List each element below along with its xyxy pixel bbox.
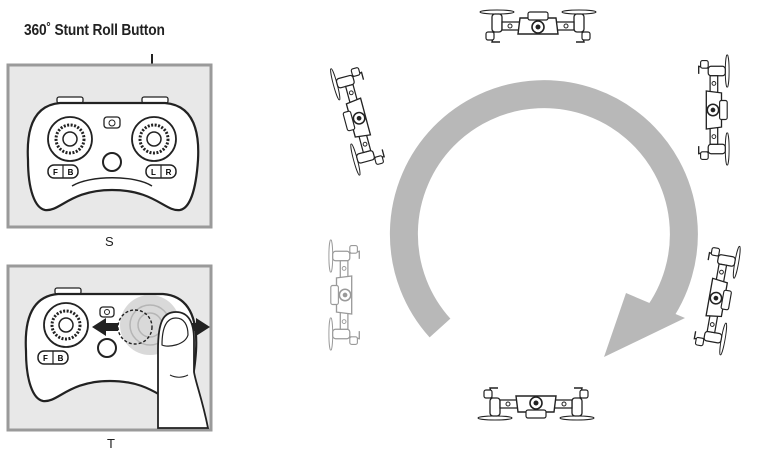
drone-bottom [477,387,595,421]
thumb-illustration [157,311,210,429]
controller-panel-s: F B L R [6,63,213,229]
drone-lower-right [691,240,743,357]
panel-caption-t: T [107,436,115,451]
b-button-label: B [68,168,74,177]
rotation-arrow [389,80,698,357]
l-button-label: L [151,168,156,177]
stunt-roll-button-callout: 360˚ Stunt Roll Button [24,22,165,39]
fb-buttons-t[interactable]: F B [37,350,69,365]
f-button-label-t: F [43,354,48,363]
f-button-label: F [53,168,58,177]
drone-upper-right [697,53,731,167]
center-button[interactable] [102,152,122,172]
lr-buttons[interactable]: L R [145,164,177,179]
fb-buttons[interactable]: F B [47,164,79,179]
drone-lower-left-faded [327,238,361,352]
drone-top [479,9,597,43]
b-button-label-t: B [58,354,64,363]
left-joystick[interactable] [47,116,93,162]
push-direction-arrows [92,318,210,336]
panel-caption-s: S [105,234,114,249]
power-button[interactable] [103,116,121,129]
right-joystick[interactable] [131,116,177,162]
controller-panel-t: F B [6,264,213,432]
drone-upper-left [328,60,389,177]
left-joystick-t[interactable] [43,302,89,348]
r-button-label: R [166,168,172,177]
